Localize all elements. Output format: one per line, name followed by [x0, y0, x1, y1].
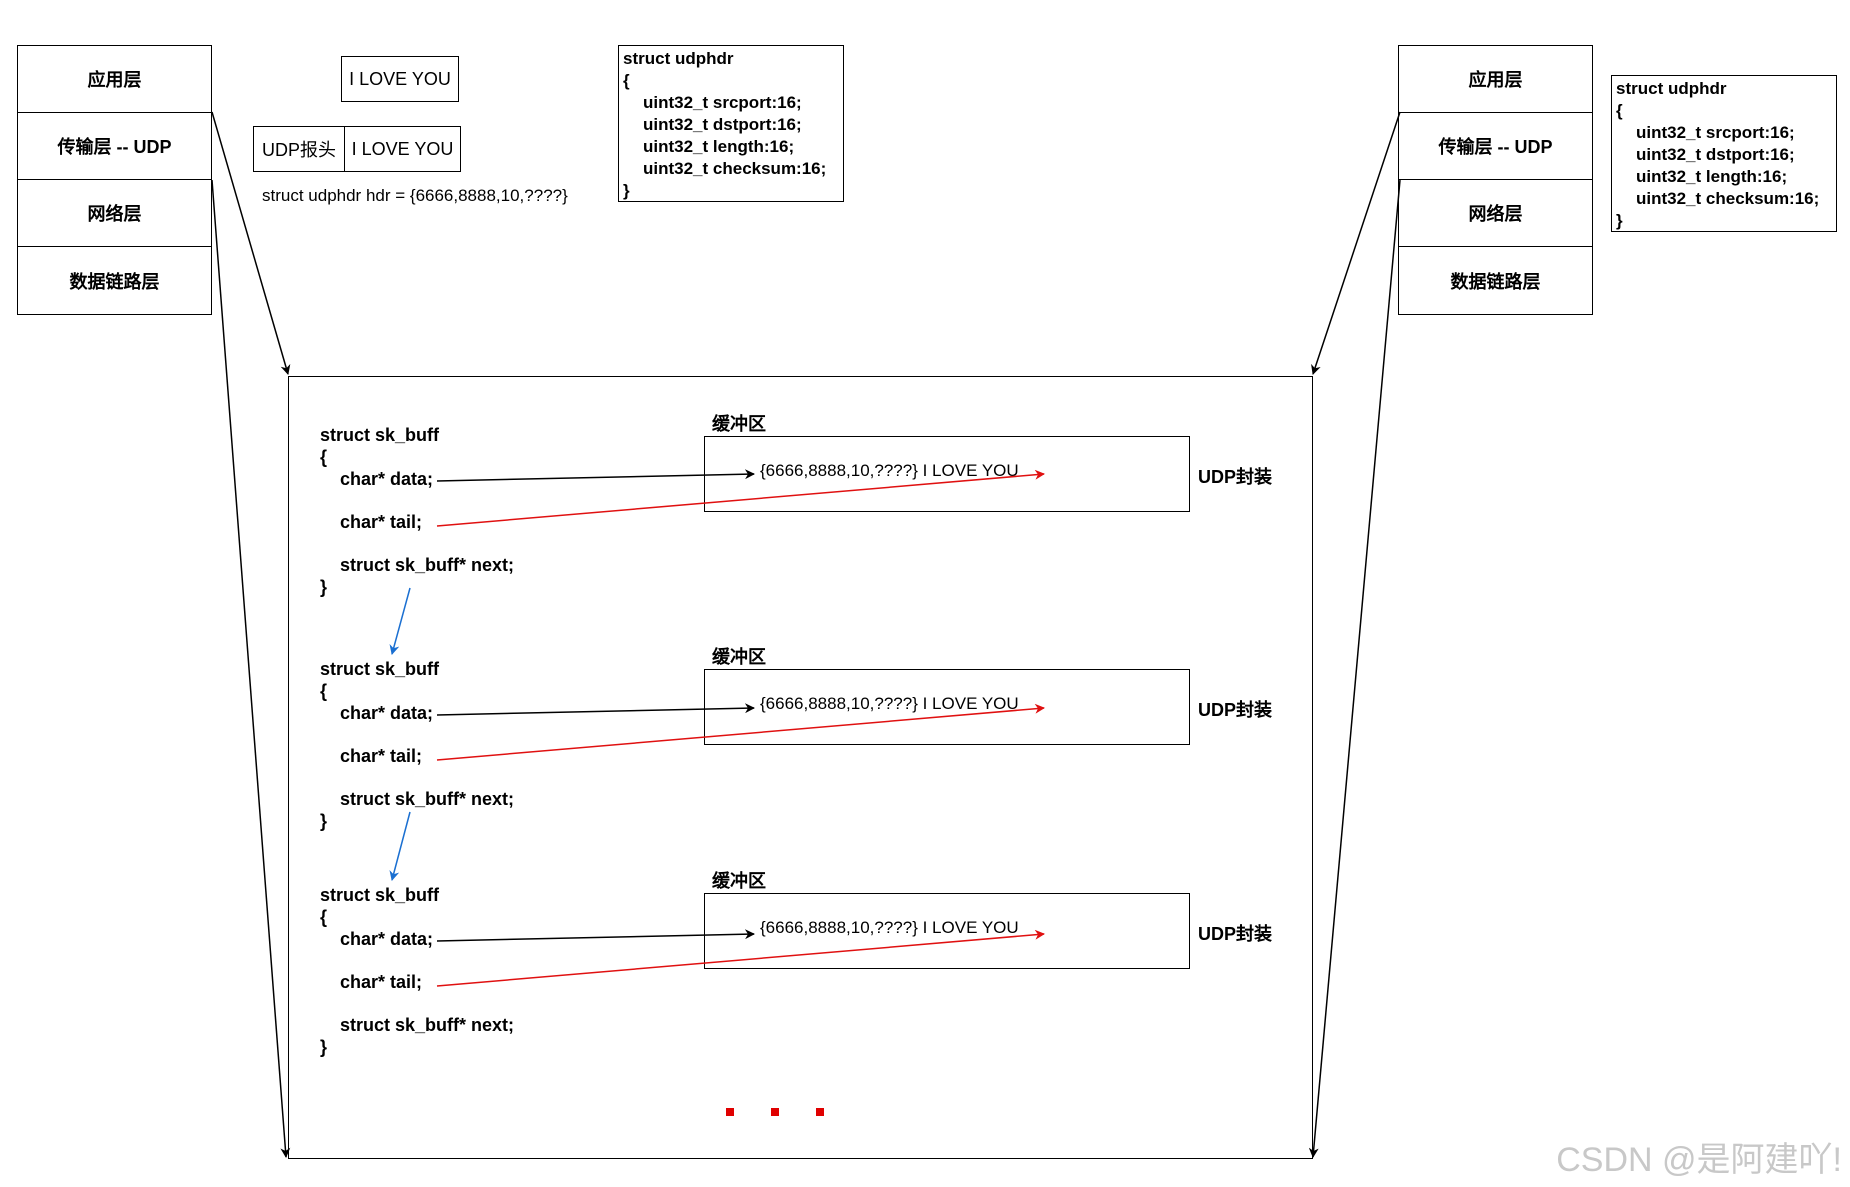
- tail-pointer-arrow-2: [436, 703, 1045, 761]
- sk-buff-tail-field: char* tail;: [340, 512, 423, 532]
- udphdr-brace-open: {: [623, 71, 630, 90]
- sk-buff-brace-open: {: [320, 447, 328, 467]
- udphdr-field-dstport: uint32_t dstport:16;: [643, 115, 802, 134]
- sk-buff-data-field: char* data;: [340, 929, 434, 949]
- buffer-label-3: 缓冲区: [712, 871, 766, 891]
- sk-buff-brace-close: }: [320, 577, 328, 597]
- buffer-box-3: {6666,8888,10,????} I LOVE YOU: [704, 893, 1190, 969]
- buffer-label-2: 缓冲区: [712, 647, 766, 667]
- sk-buff-data-field: char* data;: [340, 703, 434, 723]
- buffer-box-1: {6666,8888,10,????} I LOVE YOU: [704, 436, 1190, 512]
- left-network-layer: 网络层: [18, 180, 211, 247]
- buffer-box-2: {6666,8888,10,????} I LOVE YOU: [704, 669, 1190, 745]
- data-pointer-arrow-3: [436, 929, 755, 942]
- arrow-network-to-buffer-left: [211, 179, 291, 1158]
- payload-text: I LOVE YOU: [349, 68, 451, 89]
- arrow-network-to-buffer-right: [1308, 179, 1401, 1158]
- udp-header-text: UDP报头: [261, 140, 336, 160]
- left-datalink-layer: 数据链路层: [69, 271, 160, 292]
- sk-buff-brace-open: {: [320, 907, 328, 927]
- sk-buff-next-field: struct sk_buff* next;: [340, 555, 515, 575]
- udphdr-field-length: uint32_t length:16;: [643, 137, 795, 156]
- sk-buff-next-field: struct sk_buff* next;: [340, 789, 515, 809]
- udphdr-struct-top: struct udphdr { uint32_t srcport:16; uin…: [618, 45, 844, 202]
- sk-buff-data-field: char* data;: [340, 469, 434, 489]
- right-application-layer: 应用层: [1399, 46, 1592, 113]
- left-protocol-stack: 应用层 传输层 -- UDP 网络层 数据链路层: [17, 45, 212, 315]
- data-pointer-arrow-2: [436, 703, 755, 716]
- sk-buff-next-field: struct sk_buff* next;: [340, 1015, 515, 1035]
- right-datalink-layer: 数据链路层: [1450, 271, 1541, 292]
- udphdr-field-dstport: uint32_t dstport:16;: [1636, 145, 1795, 164]
- udphdr-brace-close: }: [623, 181, 630, 200]
- buffer-label-1: 缓冲区: [712, 414, 766, 434]
- udphdr-title: struct udphdr: [1616, 79, 1727, 98]
- udphdr-field-srcport: uint32_t srcport:16;: [643, 93, 802, 112]
- payload-box: I LOVE YOU: [341, 56, 459, 102]
- sk-buff-title: struct sk_buff: [320, 659, 440, 679]
- sk-buff-struct-3: struct sk_buff { char* data; char* tail;…: [320, 884, 514, 1058]
- udp-payload-cell: I LOVE YOU: [345, 127, 460, 171]
- sk-buff-brace-close: }: [320, 1037, 328, 1057]
- udphdr-field-srcport: uint32_t srcport:16;: [1636, 123, 1795, 142]
- sk-buff-title: struct sk_buff: [320, 885, 440, 905]
- sk-buff-struct-1: struct sk_buff { char* data; char* tail;…: [320, 424, 514, 598]
- ellipsis-dot-3: [816, 1108, 824, 1116]
- sk-buff-tail-field: char* tail;: [340, 746, 423, 766]
- tail-pointer-arrow-1: [436, 469, 1045, 527]
- udphdr-struct-right: struct udphdr { uint32_t srcport:16; uin…: [1611, 75, 1837, 232]
- left-transport-layer-udp: 传输层 -- UDP: [18, 113, 211, 180]
- udphdr-brace-close: }: [1616, 211, 1623, 230]
- udphdr-field-checksum: uint32_t checksum:16;: [1636, 189, 1820, 208]
- udp-packet: UDP报头 I LOVE YOU: [253, 126, 461, 172]
- udphdr-title: struct udphdr: [623, 49, 734, 68]
- hdr-assignment: struct udphdr hdr = {6666,8888,10,????}: [262, 186, 568, 205]
- buffer-content-2: {6666,8888,10,????} I LOVE YOU: [760, 694, 1019, 713]
- ellipsis-dot-2: [771, 1108, 779, 1116]
- watermark: CSDN @是阿建吖!: [1556, 1141, 1842, 1179]
- sk-buff-tail-field: char* tail;: [340, 972, 423, 992]
- udphdr-brace-open: {: [1616, 101, 1623, 120]
- buffer-content-3: {6666,8888,10,????} I LOVE YOU: [760, 918, 1019, 937]
- udp-encap-label-1: UDP封装: [1198, 467, 1273, 487]
- udphdr-field-checksum: uint32_t checksum:16;: [643, 159, 827, 178]
- tail-pointer-arrow-3: [436, 929, 1045, 987]
- udphdr-field-length: uint32_t length:16;: [1636, 167, 1788, 186]
- next-pointer-arrow-1: [389, 587, 411, 655]
- right-transport-layer-udp: 传输层 -- UDP: [1399, 113, 1592, 180]
- udp-payload-text: I LOVE YOU: [351, 138, 454, 159]
- sk-buff-struct-2: struct sk_buff { char* data; char* tail;…: [320, 658, 514, 832]
- arrow-transport-to-buffer-left: [211, 111, 291, 375]
- udp-header-cell: UDP报头: [254, 127, 345, 171]
- sk-buff-title: struct sk_buff: [320, 425, 440, 445]
- right-network-layer: 网络层: [1399, 180, 1592, 247]
- kernel-buffer-container: [288, 376, 1313, 1159]
- udp-encap-label-3: UDP封装: [1198, 924, 1273, 944]
- udp-encap-label-2: UDP封装: [1198, 700, 1273, 720]
- next-pointer-arrow-2: [389, 811, 411, 881]
- arrow-transport-to-buffer-right: [1311, 111, 1401, 375]
- sk-buff-brace-close: }: [320, 811, 328, 831]
- buffer-content-1: {6666,8888,10,????} I LOVE YOU: [760, 461, 1019, 480]
- sk-buff-brace-open: {: [320, 681, 328, 701]
- right-protocol-stack: 应用层 传输层 -- UDP 网络层 数据链路层: [1398, 45, 1593, 315]
- data-pointer-arrow-1: [436, 469, 755, 482]
- ellipsis-dot-1: [726, 1108, 734, 1116]
- left-application-layer: 应用层: [18, 46, 211, 113]
